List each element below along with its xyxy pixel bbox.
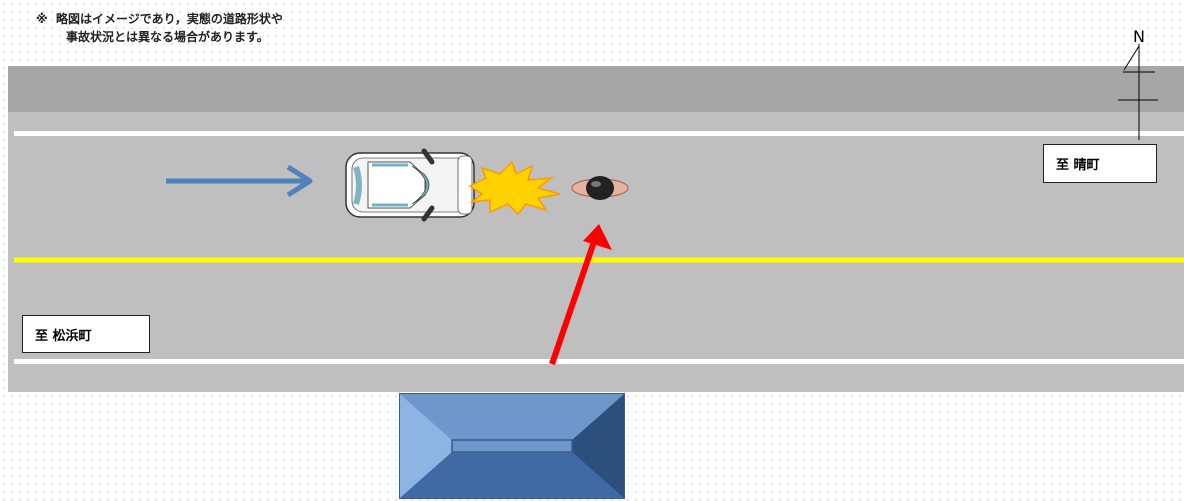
destination-label-east: 至 晴町 [1043, 144, 1157, 183]
car-icon [346, 151, 474, 219]
collision-icon [470, 162, 560, 214]
building-icon [400, 394, 624, 498]
pedestrian-direction-arrow [552, 224, 612, 364]
north-arrow-icon: N [1118, 27, 1158, 140]
vehicle-direction-arrow [166, 167, 310, 195]
destination-label-west: 至 松浜町 [22, 315, 150, 353]
pedestrian-icon [572, 176, 628, 200]
north-label: N [1133, 27, 1145, 46]
